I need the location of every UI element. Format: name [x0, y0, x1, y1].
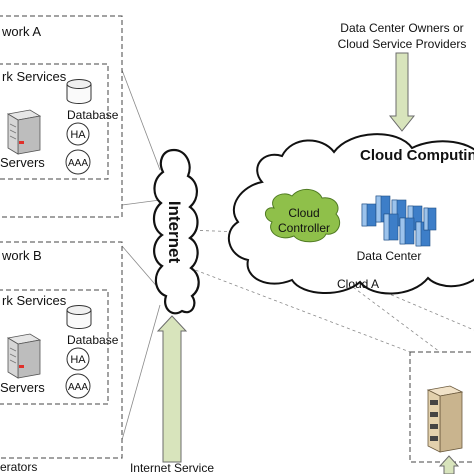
connector-network-a-top: [121, 69, 161, 171]
server-icon: [6, 333, 42, 379]
network-a-ha-circle: [66, 122, 90, 146]
cloud-controller-line2: Controller: [278, 221, 330, 235]
network-b-services-label: rk Services: [2, 293, 67, 308]
bottom-left-label: erators: [0, 460, 37, 474]
data-center-label: Data Center: [357, 249, 422, 263]
connector-lines: [121, 69, 474, 441]
network-a-services-box: [0, 63, 109, 180]
database-icon: [66, 305, 92, 329]
network-b-title: work B: [1, 248, 42, 263]
network-b-servers-label: Servers: [0, 380, 45, 395]
data-center-owners-line2: Cloud Service Providers: [338, 37, 467, 51]
database-icon: [66, 79, 92, 104]
connector-network-a-bottom: [121, 199, 161, 206]
cloud-controller: Cloud Controller: [265, 189, 341, 243]
cloud-computing-title: Cloud Computin: [360, 147, 474, 164]
internet-service-arrow: [156, 315, 188, 463]
network-b-ha-circle: [66, 347, 90, 371]
up-arrow-icon: [438, 455, 460, 474]
network-a-aaa-circle: [65, 149, 91, 175]
network-a-boundary: [0, 15, 123, 218]
cloud-controller-line1: Cloud: [288, 206, 319, 220]
network-a-ha-label: HA: [70, 129, 86, 141]
data-center-owners-line1: Data Center Owners or: [340, 21, 463, 35]
network-a-database-label: Database: [67, 108, 119, 122]
bottom-right-node: [409, 351, 474, 474]
network-a: work A rk Services Database HA AAA Serve…: [0, 15, 123, 218]
network-b-aaa-circle: [65, 373, 91, 399]
cloud-a-label: Cloud A: [337, 277, 379, 291]
network-b-aaa-label: AAA: [68, 382, 88, 393]
server-rack-icon: [426, 385, 464, 453]
network-b-boundary: [0, 241, 123, 459]
cloud-computing-shape: [228, 133, 474, 295]
network-a-aaa-label: AAA: [68, 158, 88, 169]
data-center-icon: [361, 195, 437, 247]
up-arrow-icon: [156, 315, 188, 463]
internet-cloud-shape: [152, 148, 200, 315]
connector-cloud-rack-b: [379, 289, 474, 331]
internet-label: Internet: [165, 201, 184, 264]
network-b-services-box: [0, 289, 109, 405]
internet-service-label: Internet Service: [130, 461, 214, 474]
cloud-computing: Cloud Computin Cloud Controller D: [228, 133, 474, 295]
cloud-controller-shape: [265, 189, 341, 243]
server-icon: [6, 109, 42, 155]
network-a-services-label: rk Services: [2, 69, 67, 84]
connector-network-b-bottom: [121, 304, 161, 441]
internet-cloud: Internet: [152, 148, 200, 315]
network-a-title: work A: [1, 24, 41, 39]
network-a-servers-label: Servers: [0, 155, 45, 170]
connector-network-b-top: [121, 245, 161, 291]
network-b: work B rk Services Database HA AAA Serve…: [0, 241, 123, 459]
bottom-right-boundary: [409, 351, 474, 463]
network-b-ha-label: HA: [70, 354, 86, 366]
network-b-database-label: Database: [67, 333, 119, 347]
down-arrow-icon: [388, 52, 416, 132]
